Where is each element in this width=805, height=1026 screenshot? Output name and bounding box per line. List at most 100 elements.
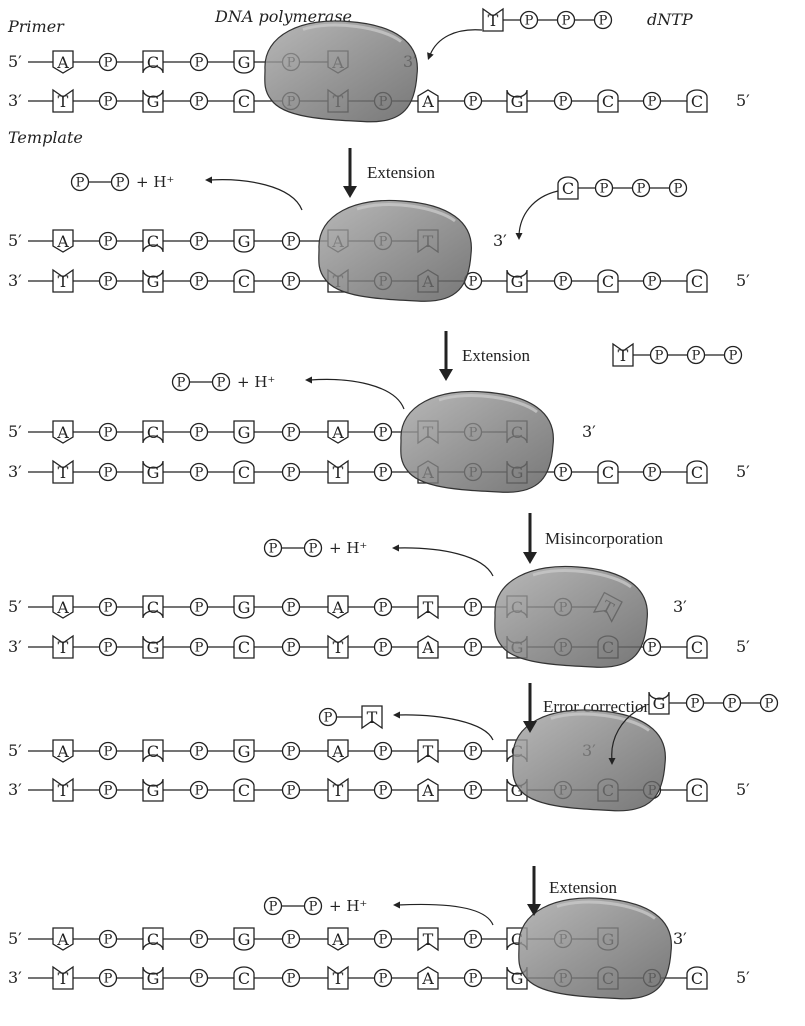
phosphate-group: P [375, 599, 392, 616]
phosphate-group: P [283, 782, 300, 799]
phosphate-label: P [637, 182, 646, 197]
base-letter: A [331, 742, 344, 761]
base-letter: T [58, 969, 69, 988]
step-label-extension-3: Extension [549, 878, 617, 897]
phosphate-group: P [761, 695, 778, 712]
hplus-label: + H⁺ [329, 539, 367, 557]
phosphate-group: P [283, 233, 300, 250]
step-arrow-extension-1 [343, 148, 357, 198]
base-C: C [143, 51, 163, 73]
phosphate-group: P [688, 347, 705, 364]
phosphate-group: P [375, 782, 392, 799]
base-C: C [234, 636, 254, 658]
base-letter: C [691, 638, 703, 657]
base-letter: C [238, 272, 250, 291]
arrow-line [397, 548, 493, 576]
arrow-head [523, 552, 537, 564]
excised-nucleotide: PT [320, 706, 383, 728]
base-letter: A [56, 53, 69, 72]
phosphate-label: P [309, 542, 318, 557]
base-letter: T [333, 463, 344, 482]
phosphate-group: P [191, 931, 208, 948]
base-letter: C [562, 179, 574, 198]
phosphate-group: P [555, 464, 572, 481]
phosphate-group: P [283, 931, 300, 948]
base-A: A [418, 967, 438, 989]
dna-polymerase-enzyme [495, 566, 648, 667]
dna-polymerase-enzyme [265, 21, 418, 122]
phosphate-group: P [687, 695, 704, 712]
phosphate-label: P [728, 697, 737, 712]
base-letter: T [58, 781, 69, 800]
phosphate-group: P [100, 931, 117, 948]
dntp-incoming-arrow [516, 191, 559, 240]
base-C: C [143, 740, 163, 762]
phosphate-group: P [558, 12, 575, 29]
arrow-head [516, 233, 523, 240]
base-G: G [234, 421, 254, 443]
incoming-dntp-T: TPPP [613, 344, 742, 366]
phosphate-label: P [195, 466, 204, 481]
phosphate-label: P [195, 972, 204, 987]
base-letter: C [147, 742, 159, 761]
base-letter: C [691, 781, 703, 800]
base-A: A [53, 596, 73, 618]
phosphate-group: P [72, 174, 89, 191]
phosphate-group: P [100, 599, 117, 616]
arrow-head [439, 369, 453, 381]
arrow-line [519, 191, 558, 235]
phosphate-group: P [465, 93, 482, 110]
phosphate-label: P [104, 601, 113, 616]
base-letter: T [58, 638, 69, 657]
phosphate-label: P [469, 95, 478, 110]
base-letter: C [691, 272, 703, 291]
phosphate-label: P [287, 235, 296, 250]
three-prime-label: 3′ [8, 968, 22, 987]
phosphate-label: P [195, 56, 204, 71]
dntp-incoming-arrow [427, 30, 482, 60]
phosphate-group: P [633, 180, 650, 197]
step-arrow-extension-2 [439, 331, 453, 381]
phosphate-label: P [287, 601, 296, 616]
phosphate-group: P [320, 709, 337, 726]
phosphate-label: P [195, 95, 204, 110]
base-letter: A [56, 423, 69, 442]
arrow-line [210, 180, 302, 210]
base-letter: T [58, 272, 69, 291]
phosphate-group: P [100, 639, 117, 656]
phosphate-label: P [287, 275, 296, 290]
base-letter: C [602, 272, 614, 291]
phosphate-group: P [595, 12, 612, 29]
base-G: G [143, 270, 163, 292]
phosphate-label: P [562, 14, 571, 29]
dna-polymerase-enzyme [519, 898, 672, 999]
phosphate-label: P [525, 14, 534, 29]
base-letter: C [238, 969, 250, 988]
dntp-label: dNTP [647, 10, 693, 29]
phosphate-label: P [648, 466, 657, 481]
base-letter: C [238, 92, 250, 111]
pyrophosphate-released-3: PP+ H⁺ [265, 539, 368, 557]
excision-release-arrow [393, 712, 493, 741]
base-T: T [53, 967, 73, 989]
phosphate-group: P [283, 599, 300, 616]
base-C: C [687, 636, 707, 658]
five-prime-label: 5′ [8, 929, 22, 948]
base-G: G [143, 90, 163, 112]
base-letter: T [58, 463, 69, 482]
phosphate-group: P [375, 743, 392, 760]
phosphate-label: P [692, 349, 701, 364]
base-G: G [234, 596, 254, 618]
phosphate-group: P [100, 970, 117, 987]
phosphate-group: P [375, 464, 392, 481]
phosphate-label: P [104, 933, 113, 948]
phosphate-group: P [283, 970, 300, 987]
base-G: G [507, 270, 527, 292]
base-letter: G [238, 232, 251, 251]
base-letter: A [331, 930, 344, 949]
base-A: A [328, 596, 348, 618]
phosphate-group: P [100, 233, 117, 250]
phosphate-group: P [305, 898, 322, 915]
base-A: A [328, 928, 348, 950]
